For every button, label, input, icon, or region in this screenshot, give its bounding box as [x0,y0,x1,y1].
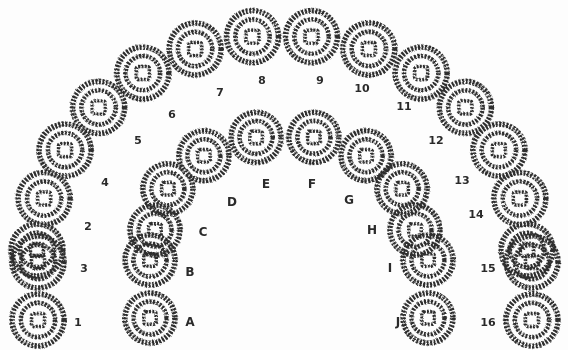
outer-ring-10 [286,11,338,63]
inner-label-J: J [395,315,400,329]
outer-label-13: 13 [454,174,469,187]
inner-label-H: H [367,223,377,237]
inner-ring-1 [125,293,175,343]
outer-ring-18 [506,294,558,346]
inner-ring-11 [403,235,453,285]
outer-label-7: 7 [216,86,224,99]
outer-ring-1 [12,294,64,346]
inner-ring-5 [179,131,229,181]
outer-label-12: 12 [428,134,443,147]
inner-ring-12 [403,293,453,343]
inner-label-B: B [185,265,194,279]
outer-ring-11 [343,23,395,75]
outer-label-6: 6 [168,108,176,121]
outer-label-11: 11 [396,100,411,113]
outer-ring-7 [117,47,169,99]
outer-label-9: 9 [316,74,324,87]
outer-ring-8 [169,23,221,75]
outer-label-2: 2 [84,220,92,233]
outer-ring-6 [73,81,125,133]
outer-arch [11,11,558,346]
outer-label-5: 5 [134,134,142,147]
outer-ring-13 [439,81,491,133]
inner-ring-2 [125,235,175,285]
outer-ring-2 [12,236,64,288]
inner-label-D: D [227,195,237,209]
inner-ring-9 [377,164,427,214]
outer-label-16: 16 [480,316,496,329]
inner-arch [125,112,453,343]
inner-label-E: E [262,177,270,191]
inner-label-A: A [185,315,195,329]
inner-label-G: G [344,193,354,207]
outer-label-1: 1 [74,316,82,329]
outer-ring-12 [395,47,447,99]
inner-label-C: C [199,225,208,239]
outer-label-4: 4 [101,176,109,189]
inner-label-I: I [388,261,392,275]
outer-label-14: 14 [468,208,484,221]
outer-ring-15 [494,173,546,225]
outer-ring-14 [473,124,525,176]
inner-ring-6 [231,112,281,162]
inner-ring-7 [289,112,339,162]
outer-ring-9 [226,11,278,63]
inner-label-F: F [308,177,316,191]
outer-label-3: 3 [80,262,88,275]
outer-label-8: 8 [258,74,266,87]
outer-ring-5 [39,124,91,176]
outer-ring-4 [18,173,70,225]
outer-label-15: 15 [480,262,495,275]
outer-label-10: 10 [354,82,370,95]
outer-ring-17 [506,236,558,288]
